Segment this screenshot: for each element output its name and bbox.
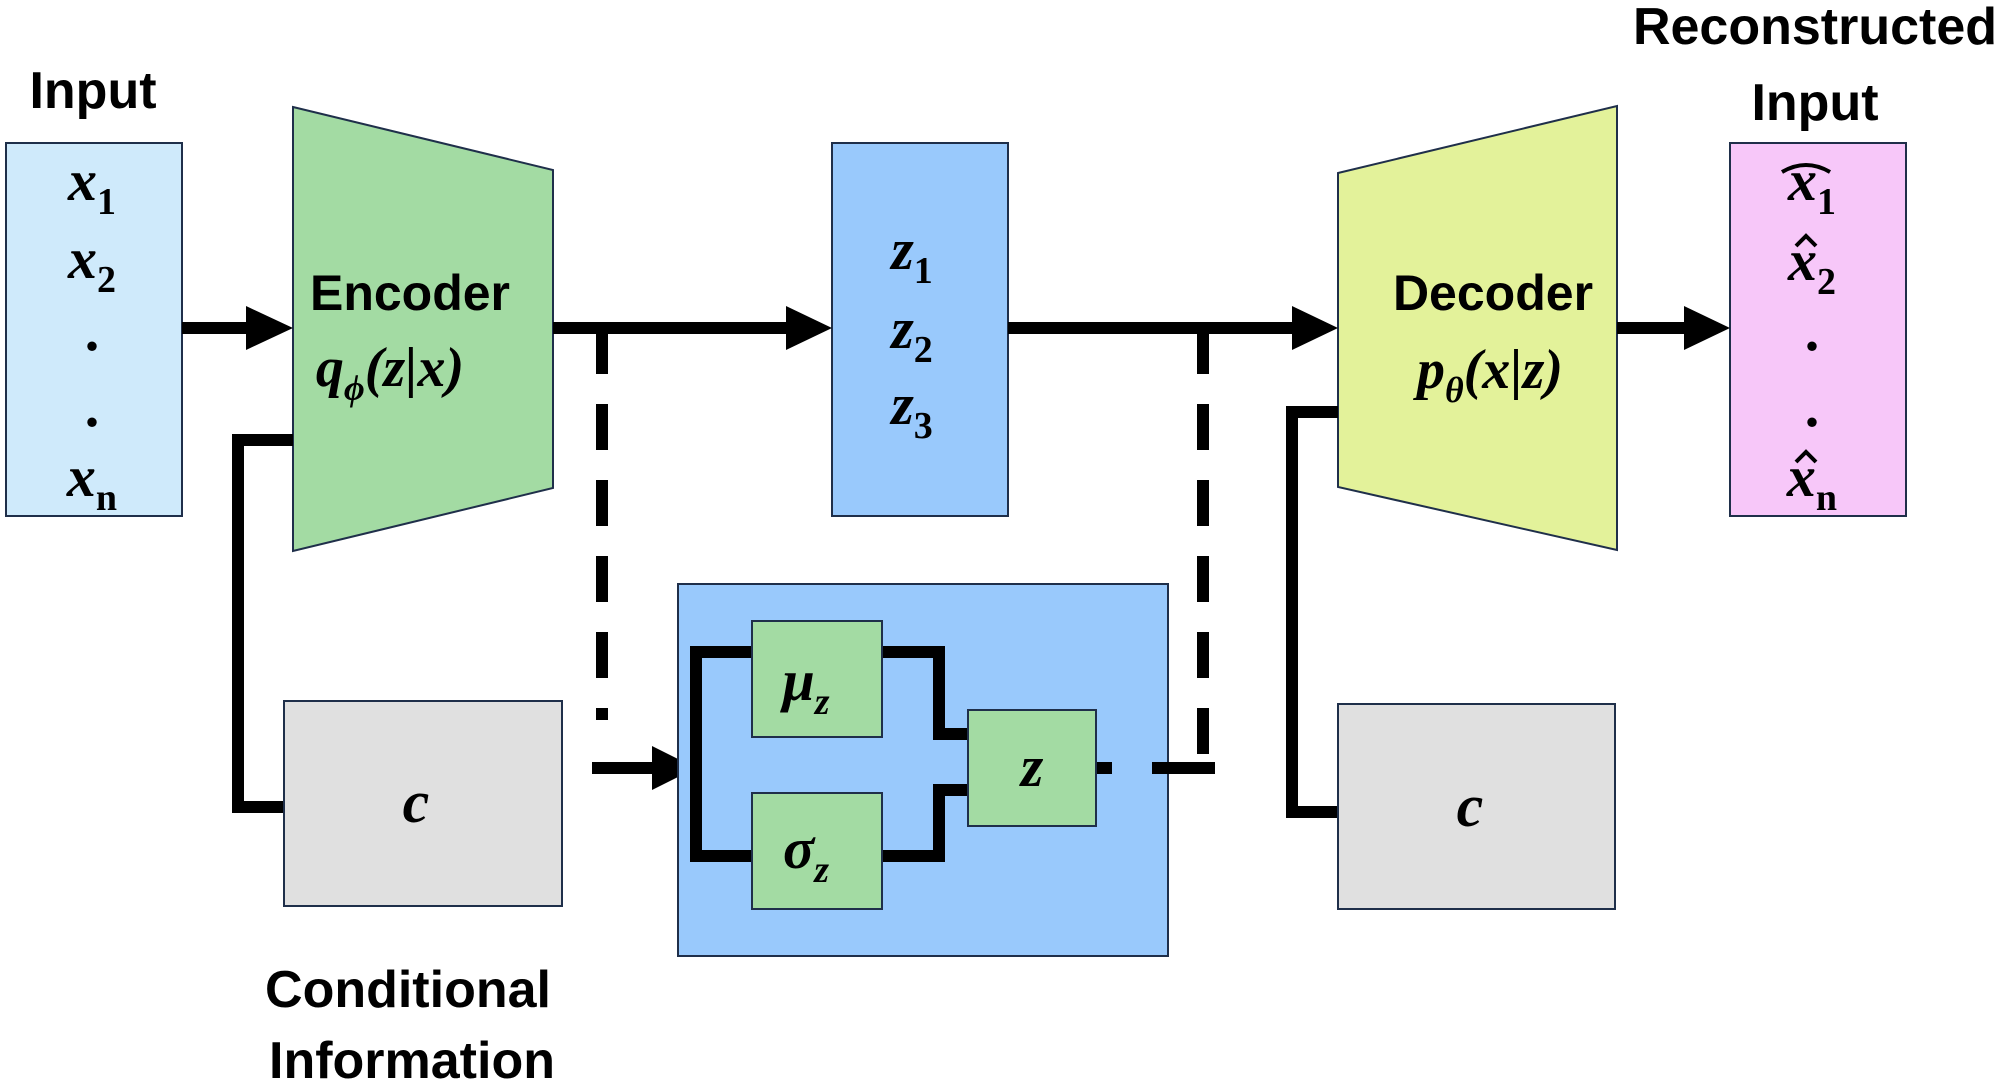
connector-condition-to-encoder <box>232 434 293 813</box>
mu-symbol: μz <box>779 648 829 723</box>
hat-mark-1 <box>1780 163 1832 174</box>
arrowhead-encoder-to-latent <box>786 306 832 350</box>
reconstructed-item-dot-1: . <box>1805 298 1820 363</box>
arrowhead-decoder-to-output <box>1684 306 1730 350</box>
reconstructed-label-line2: Input <box>1751 74 1878 132</box>
reconstructed-label-line1: Reconstructed <box>1633 0 1997 56</box>
arrowhead-input-to-encoder <box>246 306 293 350</box>
latent-item-1: z1 <box>889 217 933 292</box>
sigma-node <box>751 792 883 910</box>
input-items: x1 x2 . . xn <box>66 148 117 519</box>
encoder-label: Encoder <box>310 265 510 321</box>
condition-box-right <box>1337 703 1616 910</box>
sampler-sigma-connector <box>882 784 968 862</box>
condition-symbol-right: c <box>1457 773 1484 839</box>
input-item-2: x2 <box>67 226 116 301</box>
input-item-n: xn <box>66 444 117 519</box>
reconstructed-item-dot-2: . <box>1805 374 1820 439</box>
reconstructed-item-2: x2 <box>1787 228 1836 303</box>
hat-mark-n <box>1794 449 1818 464</box>
decoder-block <box>1337 104 1618 552</box>
conditional-info-label-line1: Conditional <box>265 961 551 1019</box>
latent-items: z1 z2 z3 <box>889 217 933 447</box>
sampler-split-bracket <box>690 646 752 862</box>
mu-node <box>751 620 883 738</box>
z-symbol: z <box>1019 734 1044 799</box>
input-item-dot-2: . <box>85 374 100 439</box>
encoder-formula: qϕ(z|x) <box>316 337 464 408</box>
conditional-info-label-line2: Information <box>269 1032 555 1084</box>
z-node <box>967 709 1097 827</box>
condition-symbol-left: c <box>403 769 430 835</box>
connector-condition-to-decoder <box>1286 406 1338 818</box>
reconstructed-items: x1 x2 . . xn <box>1780 148 1837 519</box>
input-label: Input <box>29 62 156 120</box>
reconstructed-item-n: xn <box>1786 444 1837 519</box>
arrowhead-into-sampler <box>652 746 696 790</box>
latent-box <box>831 142 1009 517</box>
decoder-formula: pθ(x|z) <box>1413 339 1563 410</box>
latent-item-3: z3 <box>889 372 933 447</box>
input-item-1: x1 <box>67 148 116 223</box>
sigma-symbol: σz <box>783 816 829 891</box>
hat-mark-2 <box>1794 233 1818 248</box>
latent-item-2: z2 <box>889 296 933 371</box>
decoder-label: Decoder <box>1393 265 1593 321</box>
encoder-block <box>292 105 554 553</box>
input-item-dot-1: . <box>85 298 100 363</box>
sampler-mu-connector <box>882 646 968 740</box>
input-box <box>5 142 183 517</box>
condition-box-left <box>283 700 563 907</box>
reconstructed-box <box>1729 142 1907 517</box>
arrowhead-latent-to-decoder <box>1292 306 1338 350</box>
reconstructed-item-1: x1 <box>1787 148 1836 223</box>
